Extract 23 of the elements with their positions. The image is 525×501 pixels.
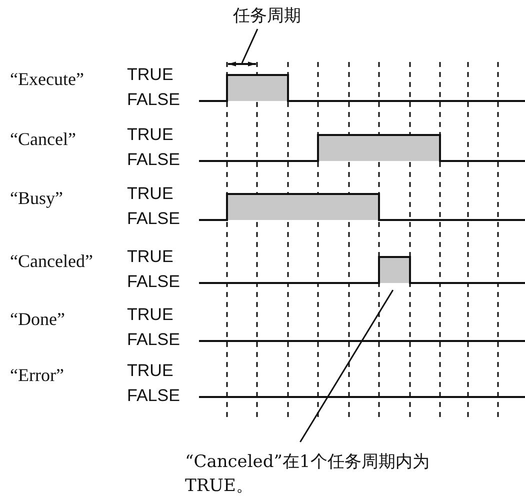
state-label: TRUE <box>127 306 174 323</box>
state-label: FALSE <box>127 387 180 404</box>
state-label: TRUE <box>127 362 174 379</box>
signal-name: “Canceled” <box>10 252 93 270</box>
state-label: TRUE <box>127 126 174 143</box>
state-label: FALSE <box>127 273 180 290</box>
signal-name: “Cancel” <box>10 130 76 148</box>
state-label: FALSE <box>127 210 180 227</box>
period-label: 任务周期 <box>233 8 301 25</box>
state-label: TRUE <box>127 248 174 265</box>
signal-name: “Done” <box>10 310 65 328</box>
pulse-block <box>379 257 410 283</box>
state-label: FALSE <box>127 151 180 168</box>
state-label: FALSE <box>127 91 180 108</box>
state-label: TRUE <box>127 66 174 83</box>
state-label: FALSE <box>127 331 180 348</box>
state-label: TRUE <box>127 185 174 202</box>
note-text: “Canceled”在1个任务周期内为TRUE。 <box>185 450 441 498</box>
leader-line <box>241 28 258 64</box>
signal-name: “Error” <box>10 366 64 384</box>
signal-name: “Busy” <box>10 189 63 207</box>
leader-line <box>300 290 394 442</box>
signal-name: “Execute” <box>10 70 84 88</box>
